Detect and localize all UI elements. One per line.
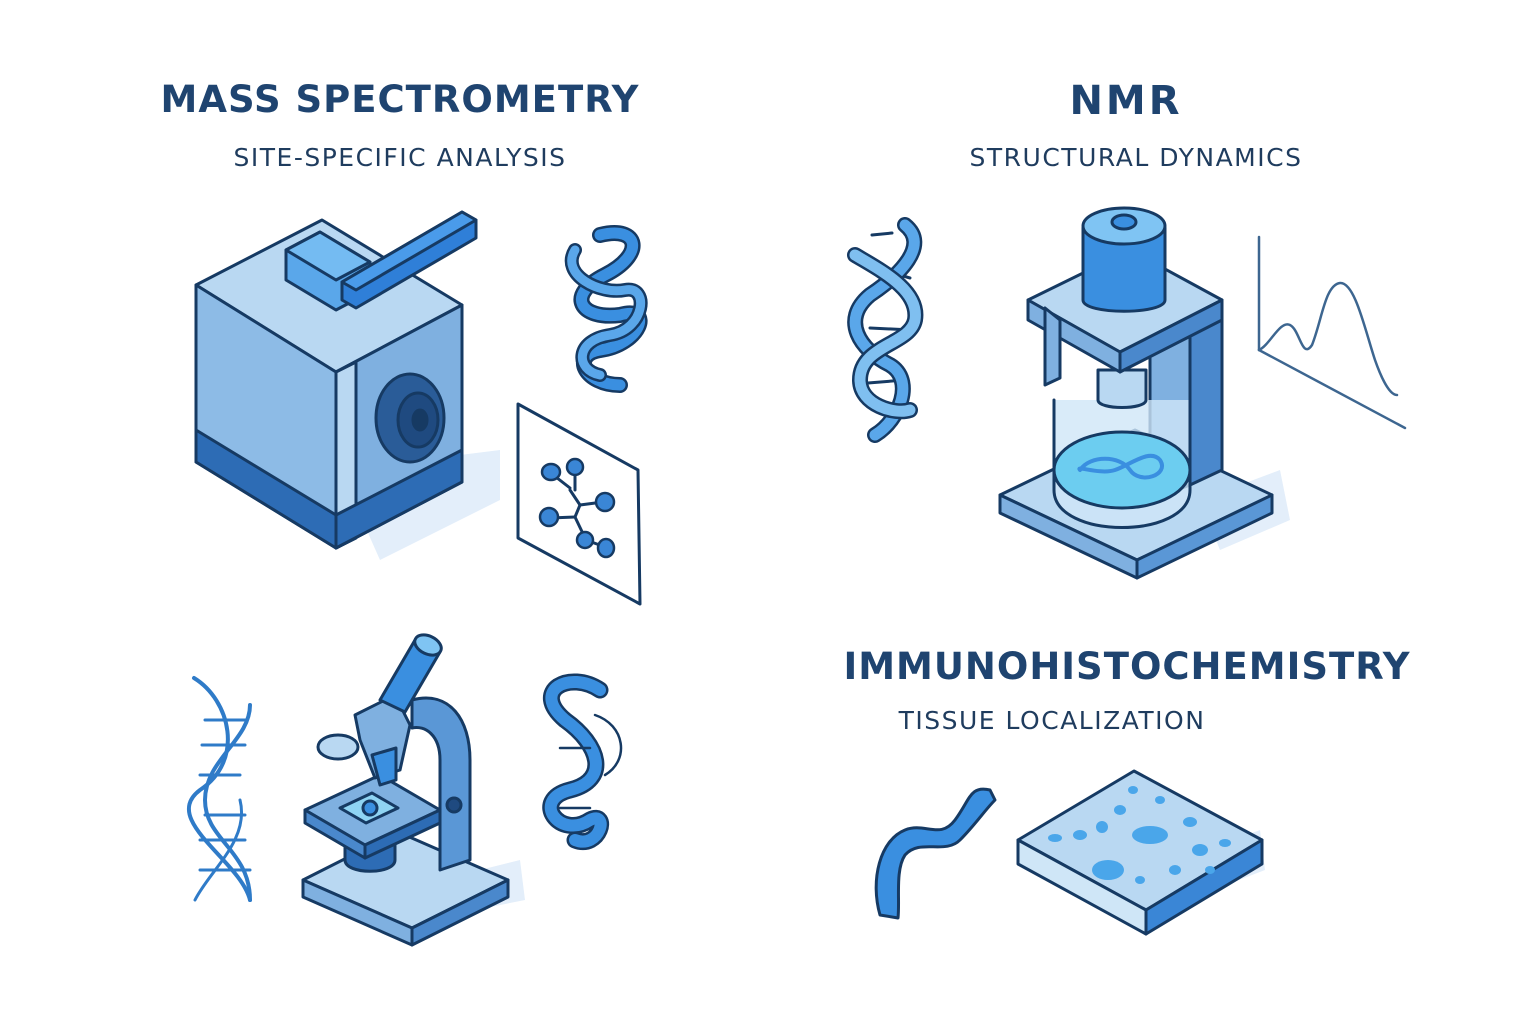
immunohistochemistry-subtitle: TISSUE LOCALIZATION — [898, 706, 1206, 735]
protein-helix-icon — [542, 673, 623, 851]
microscope-icon — [301, 633, 525, 947]
spectrum-peak-chart-icon — [1257, 235, 1407, 430]
molecule-diagram-card-icon — [516, 402, 642, 606]
nmr-spectrometer-icon — [998, 206, 1290, 580]
immunohistochemistry-title: IMMUNOHISTOCHEMISTRY — [843, 645, 1411, 688]
nmr-title: NMR — [1069, 78, 1183, 124]
mass-spectrometer-icon — [194, 210, 500, 560]
mass-spectrometry-title: MASS SPECTROMETRY — [160, 78, 640, 121]
dna-double-helix-icon — [847, 217, 924, 443]
nmr-subtitle: STRUCTURAL DYNAMICS — [969, 143, 1303, 172]
protein-ribbon-icon — [874, 787, 997, 920]
dna-strand-icon — [186, 676, 252, 902]
tissue-slice-icon — [1016, 769, 1265, 936]
mass-spectrometry-subtitle: SITE-SPECIFIC ANALYSIS — [233, 143, 567, 172]
protein-helix-icon — [565, 225, 648, 393]
